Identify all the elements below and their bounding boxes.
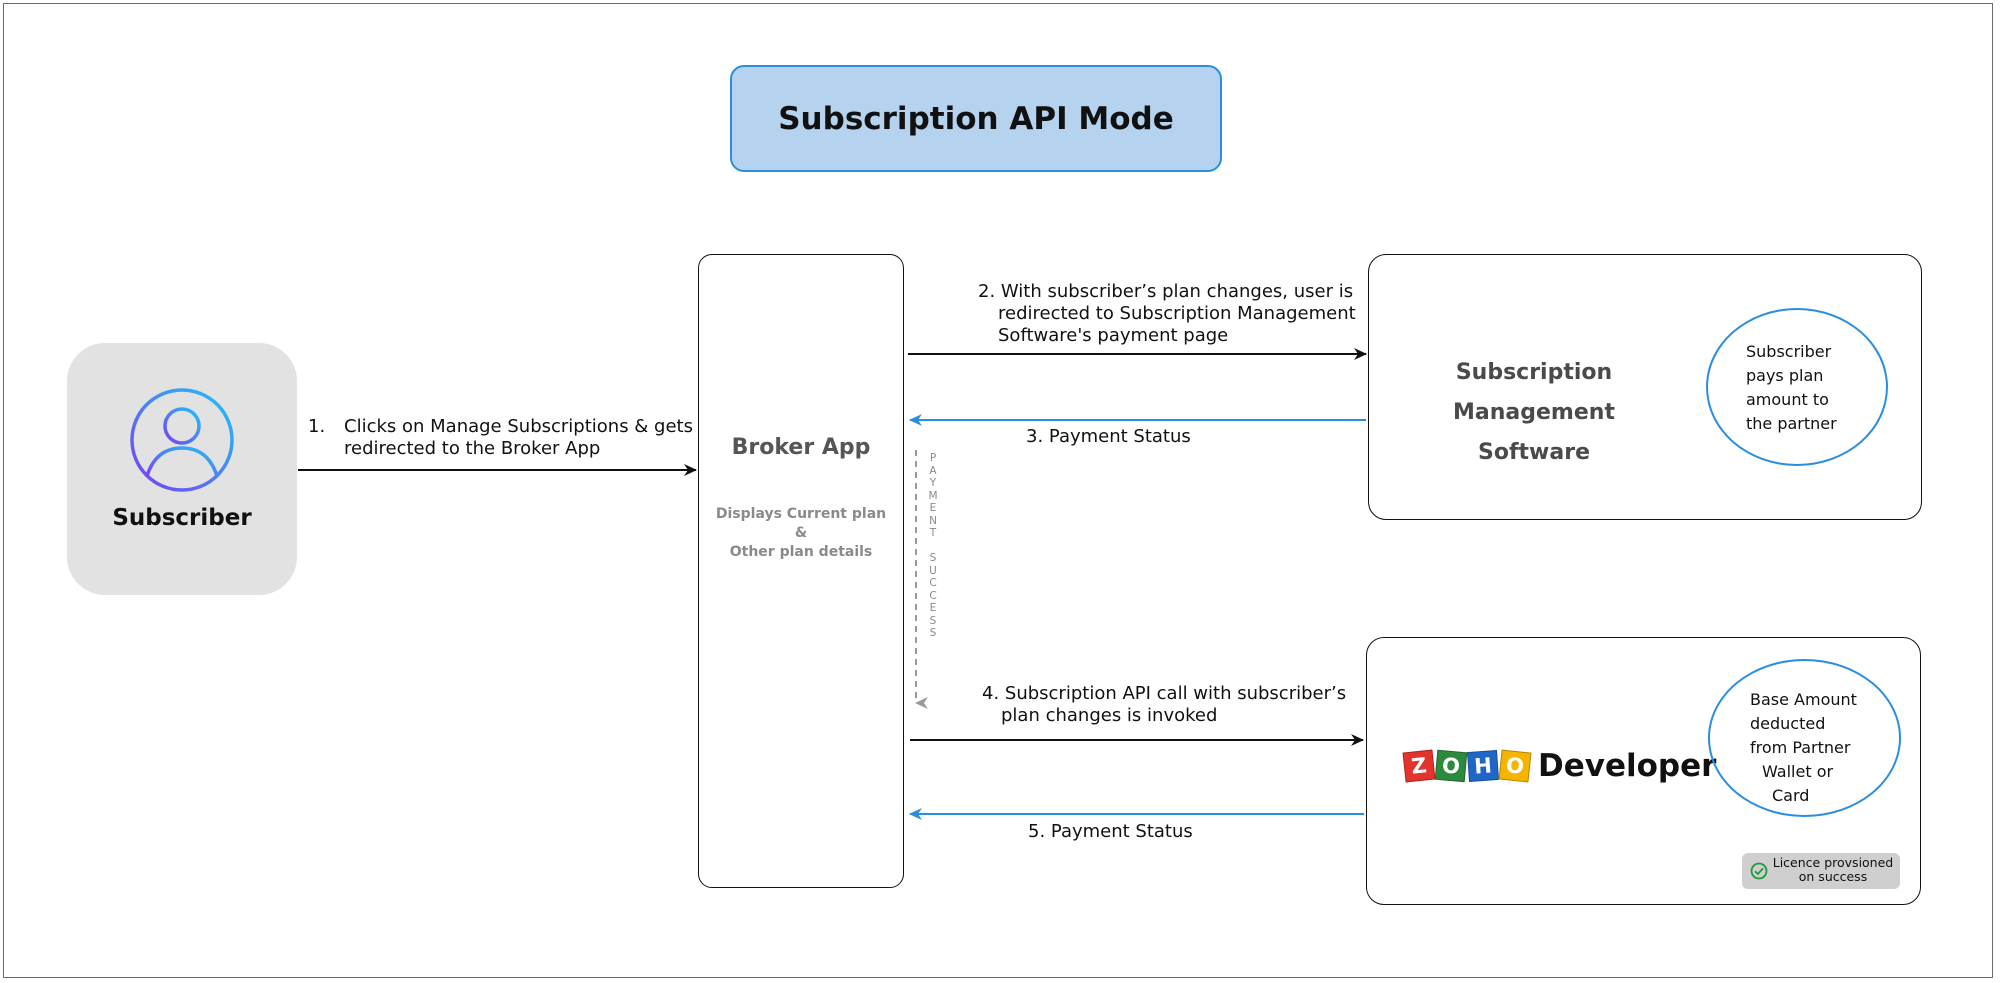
zoho-logo-tile: H [1466, 749, 1500, 783]
subscriber-label: Subscriber [112, 505, 252, 531]
sms-oval-line: pays plan [1746, 366, 1824, 385]
sms-title-line: Subscription Management [1453, 360, 1615, 425]
zoho-oval-line: from Partner [1750, 738, 1851, 757]
step1-label: Clicks on Manage Subscriptions & gets re… [344, 416, 693, 460]
zoho-deduction-oval [1708, 659, 1901, 817]
broker-desc-line: Other plan details [729, 544, 873, 560]
zoho-oval-line: Base Amount [1750, 690, 1857, 709]
licence-status-text: Licence provsioned on success [1770, 856, 1896, 884]
licence-status-badge: Licence provsioned on success [1742, 853, 1900, 889]
step3-label: 3. Payment Status [1026, 426, 1191, 447]
zoho-oval-line: Wallet or [1762, 762, 1834, 781]
sms-oval-line: the partner [1746, 414, 1837, 433]
step2-line: Software's payment page [998, 325, 1229, 346]
step1-line: redirected to the Broker App [344, 438, 601, 459]
subscriber-node: Subscriber [67, 343, 297, 595]
sms-oval-text: Subscriber pays plan amount to the partn… [1746, 340, 1837, 436]
payment-success-letter: A [929, 464, 937, 477]
zoho-logo-tile: O [1434, 749, 1468, 783]
zoho-developer-logo: Z O H O Developer [1402, 748, 1717, 784]
diagram-title-box: Subscription API Mode [730, 65, 1222, 172]
payment-success-letter: N [929, 514, 937, 527]
diagram-frame [3, 3, 1993, 978]
step4-label: 4. Subscription API call with subscriber… [982, 683, 1346, 727]
step1-number: 1. [308, 416, 326, 437]
zoho-oval-line: deducted [1750, 714, 1826, 733]
payment-success-letter: M [928, 489, 938, 502]
payment-success-letter: C [929, 577, 937, 589]
sms-title-line: Software [1478, 440, 1590, 465]
broker-app-node: Broker App Displays Current plan & Other… [698, 254, 904, 888]
payment-success-letter [926, 540, 940, 553]
step5-label: 5. Payment Status [1028, 821, 1193, 842]
payment-success-letter: P [929, 452, 937, 464]
step4-line: plan changes is invoked [1001, 705, 1218, 726]
check-circle-icon [1750, 862, 1768, 880]
zoho-developer-node: Z O H O Developer Base Amount deducted f… [1366, 637, 1921, 905]
zoho-oval-line: Card [1772, 786, 1810, 805]
zoho-logo-tile: Z [1402, 749, 1436, 783]
sms-payment-oval [1706, 308, 1888, 466]
sms-title: Subscription Management Software [1384, 353, 1684, 473]
subscription-management-node: Subscription Management Software Subscri… [1368, 254, 1922, 520]
step2-line: redirected to Subscription Management [998, 303, 1356, 324]
payment-success-letter: C [929, 589, 937, 602]
step2-label: 2. With subscriber’s plan changes, user … [978, 281, 1356, 347]
payment-success-letter: E [929, 502, 937, 514]
zoho-oval-text: Base Amount deducted from Partner Wallet… [1730, 688, 1870, 808]
payment-success-letter: Y [929, 477, 937, 489]
broker-desc-line: & [794, 525, 808, 541]
zoho-logo-word: Developer [1538, 748, 1717, 784]
step2-line: 2. With subscriber’s plan changes, user … [978, 281, 1354, 302]
step1-line: Clicks on Manage Subscriptions & gets [344, 416, 693, 437]
user-icon [130, 388, 234, 492]
payment-success-letter: S [929, 552, 937, 564]
sms-oval-line: amount to [1746, 390, 1829, 409]
broker-desc-line: Displays Current plan [715, 506, 887, 522]
step4-line: 4. Subscription API call with subscriber… [982, 683, 1347, 704]
payment-success-letter: S [929, 614, 937, 627]
payment-success-letter: T [929, 527, 937, 539]
payment-success-letter: S [929, 627, 937, 639]
broker-app-description: Displays Current plan & Other plan detai… [699, 505, 903, 562]
payment-success-letter: U [929, 564, 937, 577]
badge-line: on success [1798, 869, 1868, 884]
zoho-logo-tile: O [1498, 749, 1532, 783]
diagram-title: Subscription API Mode [778, 100, 1174, 137]
sms-oval-line: Subscriber [1746, 342, 1832, 361]
payment-success-letter: E [929, 602, 937, 614]
badge-line: Licence provsioned [1772, 855, 1894, 870]
broker-app-title: Broker App [731, 435, 871, 460]
